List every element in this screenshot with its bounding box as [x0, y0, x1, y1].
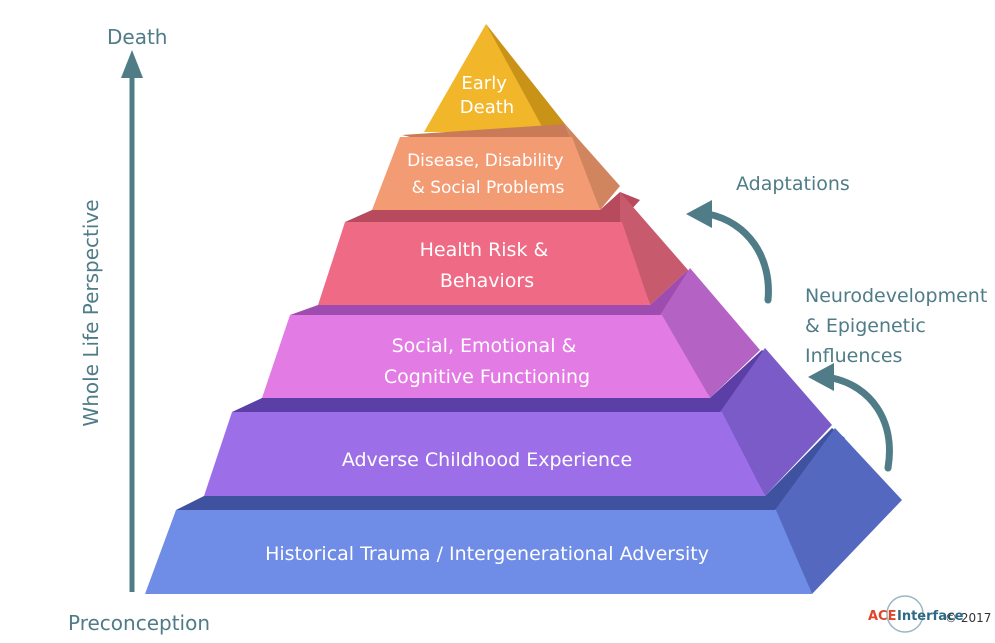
adaptations-arrow-head-icon — [686, 200, 712, 228]
tier-ace-face — [204, 412, 765, 496]
footer-branding: ACE Interface © 2017 — [868, 595, 991, 633]
adaptations-arrow-curve — [704, 210, 772, 304]
tier-historical-trauma: Historical Trauma / Intergenerational Ad… — [145, 428, 902, 594]
brand-ace: ACE — [868, 609, 896, 624]
axis-top-label: Death — [107, 25, 167, 49]
tier-health-risk-side — [620, 192, 688, 305]
tier-social-emotional-side — [660, 268, 760, 398]
tier-social-emotional-top — [290, 270, 700, 315]
adaptations-label: Adaptations — [736, 173, 850, 195]
axis-vertical-label: Whole Life Perspective — [79, 199, 103, 426]
neuro-label: Neurodevelopment & Epigenetic Influences — [805, 285, 993, 367]
life-axis: Death Preconception Whole Life Perspecti… — [68, 25, 210, 635]
tier-early-death-label: Early Death — [460, 73, 514, 118]
tier-early-death: Early Death — [424, 24, 565, 132]
tier-disease: Disease, Disability & Social Problems — [372, 124, 620, 210]
tier-disease-label: Disease, Disability & Social Problems — [407, 151, 569, 198]
tier-ace-label: Adverse Childhood Experience — [342, 449, 632, 471]
side-annotations: Adaptations Neurodevelopment & Epigeneti… — [686, 173, 993, 472]
tier-social-emotional-face — [262, 315, 710, 398]
tier-early-death-side — [486, 24, 565, 132]
brand-logo-ring-icon — [886, 595, 924, 633]
tier-disease-top — [402, 124, 570, 137]
neuro-arrow-head-icon — [808, 363, 834, 391]
tier-health-risk-top — [345, 192, 640, 222]
tier-social-emotional-label: Social, Emotional & Cognitive Functionin… — [384, 335, 590, 388]
tier-historical-trauma-label: Historical Trauma / Intergenerational Ad… — [265, 543, 709, 565]
neuro-arrow-curve — [828, 374, 893, 472]
tier-ace-top — [232, 350, 775, 412]
pyramid: Early Death Disease, Disability & Social… — [145, 24, 902, 594]
axis-arrow-head-icon — [121, 50, 143, 78]
tier-historical-trauma-side — [775, 428, 902, 594]
tier-health-risk-label: Health Risk & Behaviors — [420, 239, 555, 292]
tier-social-emotional: Social, Emotional & Cognitive Functionin… — [262, 268, 760, 398]
tier-disease-side — [565, 124, 620, 210]
tier-health-risk-face — [318, 222, 650, 305]
tier-historical-trauma-face — [145, 510, 812, 594]
tier-historical-trauma-top — [176, 428, 845, 510]
copyright-text: © 2017 — [945, 611, 991, 625]
tier-early-death-face — [424, 24, 545, 132]
brand-interface: Interface — [897, 609, 964, 624]
tier-health-risk: Health Risk & Behaviors — [318, 192, 688, 305]
tier-ace: Adverse Childhood Experience — [204, 348, 832, 496]
tier-disease-face — [372, 137, 600, 210]
tier-ace-side — [720, 348, 832, 496]
axis-bottom-label: Preconception — [68, 611, 210, 635]
